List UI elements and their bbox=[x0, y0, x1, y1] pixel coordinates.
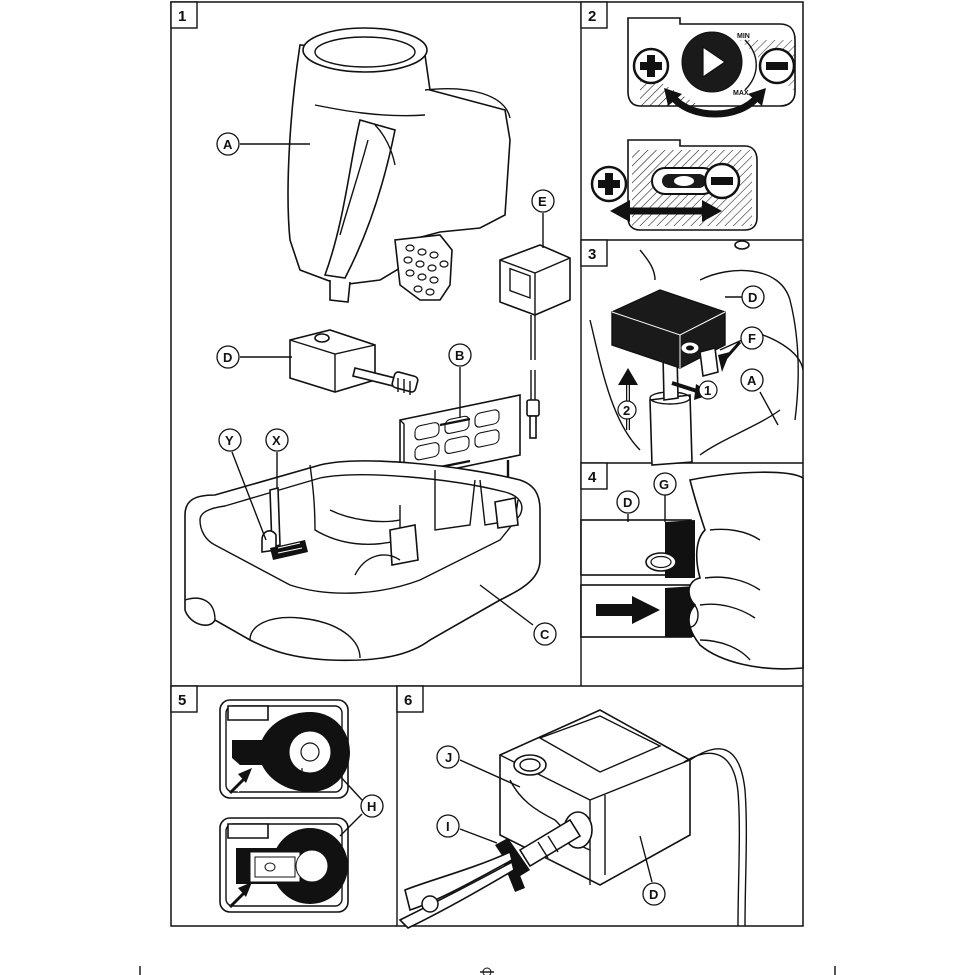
rotate-arrow-icon bbox=[664, 88, 766, 118]
svg-text:2: 2 bbox=[623, 403, 630, 418]
callout-d-panel1: D bbox=[216, 345, 240, 369]
reservoir-tank bbox=[287, 27, 511, 303]
pump-sleeve-scene bbox=[580, 471, 804, 670]
filter-cartridge bbox=[399, 394, 521, 486]
callout-d-panel4: D bbox=[616, 490, 640, 514]
panel-number-6: 6 bbox=[396, 685, 424, 713]
arrow-up-2 bbox=[618, 368, 638, 430]
panel-number-5: 5 bbox=[170, 685, 198, 713]
plus-icon bbox=[590, 165, 628, 203]
callout-h: H bbox=[360, 794, 384, 818]
arrow-down-f bbox=[718, 341, 742, 372]
callout-f: F bbox=[740, 326, 764, 350]
callout-d-panel3: D bbox=[741, 285, 765, 309]
svg-text:D: D bbox=[223, 350, 232, 365]
svg-text:D: D bbox=[748, 290, 757, 305]
crop-marks bbox=[139, 966, 836, 975]
svg-text:A: A bbox=[223, 137, 233, 152]
minus-icon bbox=[758, 47, 796, 85]
callout-e: E bbox=[531, 189, 555, 213]
callout-j: J bbox=[436, 745, 460, 769]
svg-text:D: D bbox=[623, 495, 632, 510]
pliers-tool bbox=[398, 850, 515, 929]
callout-a: A bbox=[216, 132, 240, 156]
step-2-marker: 2 bbox=[617, 400, 637, 420]
push-arrow-icon bbox=[596, 596, 660, 624]
svg-text:C: C bbox=[540, 627, 550, 642]
callout-x: X bbox=[265, 428, 289, 452]
svg-text:G: G bbox=[659, 477, 669, 492]
panel-number-4: 4 bbox=[580, 462, 608, 490]
svg-text:4: 4 bbox=[588, 469, 597, 486]
svg-text:3: 3 bbox=[588, 246, 596, 263]
svg-text:5: 5 bbox=[178, 692, 186, 709]
minus-icon bbox=[703, 162, 741, 200]
pump-unit bbox=[289, 329, 419, 395]
svg-text:J: J bbox=[445, 750, 452, 765]
callout-y: Y bbox=[218, 428, 242, 452]
svg-text:MAX: MAX bbox=[733, 90, 749, 97]
svg-text:I: I bbox=[446, 819, 450, 834]
svg-text:MIN: MIN bbox=[737, 33, 750, 40]
svg-text:E: E bbox=[538, 194, 547, 209]
svg-text:X: X bbox=[272, 433, 281, 448]
power-adapter bbox=[499, 244, 571, 439]
callout-i: I bbox=[436, 814, 460, 838]
panel-number-1: 1 bbox=[170, 1, 198, 29]
svg-text:1: 1 bbox=[704, 383, 711, 398]
svg-text:6: 6 bbox=[404, 692, 412, 709]
svg-text:B: B bbox=[455, 348, 464, 363]
svg-text:F: F bbox=[748, 331, 756, 346]
callout-d-panel6: D bbox=[642, 882, 666, 906]
svg-text:A: A bbox=[747, 373, 757, 388]
impeller-cover-top bbox=[219, 699, 350, 799]
svg-text:Y: Y bbox=[225, 433, 234, 448]
svg-text:D: D bbox=[649, 887, 658, 902]
arrow-diagonal-bottom bbox=[228, 882, 252, 909]
svg-text:2: 2 bbox=[588, 8, 596, 25]
panel-number-2: 2 bbox=[580, 1, 608, 29]
pump-install-scene bbox=[589, 240, 804, 466]
callout-c: C bbox=[533, 622, 557, 646]
callout-g: G bbox=[653, 472, 677, 496]
panel-number-3: 3 bbox=[580, 239, 608, 267]
callout-b: B bbox=[448, 343, 472, 367]
arrow-diagonal-top bbox=[228, 768, 252, 795]
step-1-marker: 1 bbox=[698, 380, 718, 400]
svg-text:H: H bbox=[367, 799, 376, 814]
base-tray bbox=[184, 460, 541, 662]
svg-text:1: 1 bbox=[178, 8, 186, 25]
pump-cleaning-scene bbox=[499, 709, 748, 927]
water-level-marker bbox=[270, 540, 308, 560]
callout-a-panel3: A bbox=[740, 368, 764, 392]
slide-arrow-icon bbox=[610, 200, 722, 222]
impeller-cover-bottom bbox=[219, 817, 349, 913]
plus-icon bbox=[632, 47, 670, 85]
flow-dial-top: MIN MAX bbox=[627, 17, 796, 107]
